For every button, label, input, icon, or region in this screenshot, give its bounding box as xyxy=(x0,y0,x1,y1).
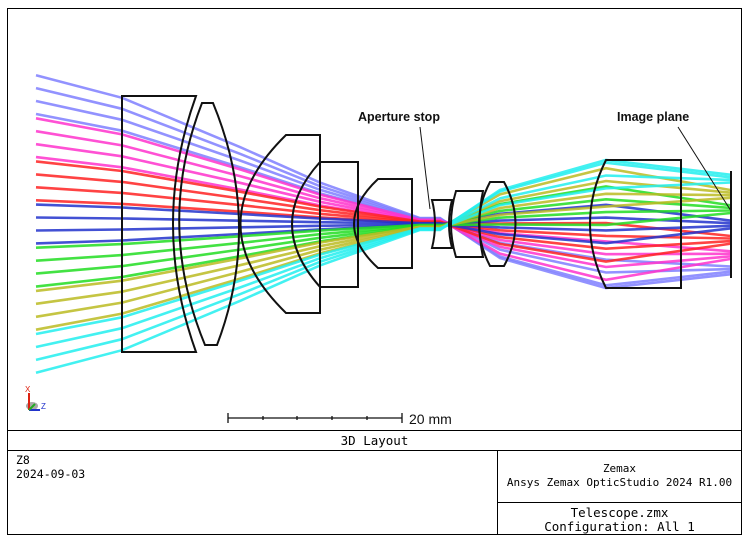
footer-file-info: Telescope.zmx Configuration: All 1 xyxy=(497,506,742,534)
axis-z-label: Z xyxy=(41,402,46,411)
aperture-stop-pointer xyxy=(419,126,431,210)
lens-elements xyxy=(121,95,682,353)
lens-8-element xyxy=(478,181,517,267)
ray-path xyxy=(35,166,732,331)
image-plane-label: Image plane xyxy=(617,110,689,124)
footer-file: Telescope.zmx xyxy=(570,505,669,520)
lens-6-element xyxy=(430,199,454,249)
image-plane-pointer xyxy=(677,126,732,212)
footer-divider-right xyxy=(497,502,742,503)
footer-date: 2024-09-03 xyxy=(16,467,86,481)
footer-left-info: Z8 2024-09-03 xyxy=(16,453,85,481)
lens-3-element xyxy=(239,134,321,314)
footer-label: Z8 xyxy=(16,453,30,467)
scale-bar-label: 20 mm xyxy=(409,411,452,427)
lens-5-element xyxy=(353,178,413,269)
axes-triad-icon: X Z xyxy=(25,385,46,411)
footer-configuration: Configuration: All 1 xyxy=(544,519,695,534)
layout-title: 3D Layout xyxy=(340,433,409,448)
lens-9-element xyxy=(589,159,682,289)
lens-1-element xyxy=(121,95,198,353)
lens-2-element xyxy=(178,102,240,346)
axis-x-label: X xyxy=(25,385,31,394)
ray-bundles xyxy=(35,73,732,375)
ray-path xyxy=(35,158,732,375)
scale-bar xyxy=(227,413,403,423)
footer-software: Ansys Zemax OpticStudio 2024 R1.00 xyxy=(506,476,733,489)
footer-divider-title xyxy=(7,450,742,451)
aperture-stop-label: Aperture stop xyxy=(358,110,440,124)
footer-vendor: Zemax xyxy=(602,462,637,475)
optical-layout-diagram: Aperture stop Image plane 20 mm X Z xyxy=(25,73,732,427)
ray-path xyxy=(35,117,732,282)
footer-divider-vertical xyxy=(497,450,498,535)
footer-software-info: Zemax Ansys Zemax OpticStudio 2024 R1.00 xyxy=(497,462,742,490)
plot-frame xyxy=(7,8,742,535)
lens-4-element xyxy=(291,161,359,288)
footer-divider-top xyxy=(7,430,742,431)
ray-path xyxy=(35,73,732,290)
